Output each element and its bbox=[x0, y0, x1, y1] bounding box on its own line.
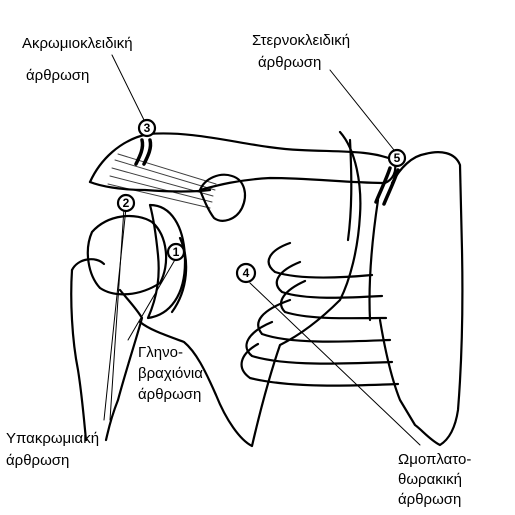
label-line: άρθρωση bbox=[398, 490, 471, 510]
humerus-shaft-lateral bbox=[71, 270, 86, 440]
label-line: άρθρωση bbox=[6, 450, 99, 472]
label-sternoclavicular-joint: Στερνοκλειδική άρθρωση bbox=[252, 30, 350, 74]
label-line: θωρακική bbox=[398, 470, 471, 490]
marker-2: 2 bbox=[118, 195, 134, 211]
svg-text:3: 3 bbox=[144, 121, 151, 135]
label-line: Γληνο- bbox=[138, 342, 203, 363]
scapula-spine-right bbox=[369, 200, 378, 320]
humerus-shaft-medial bbox=[106, 290, 142, 440]
label-line: άρθρωση bbox=[22, 60, 133, 92]
svg-text:5: 5 bbox=[394, 151, 401, 165]
ribs bbox=[242, 243, 398, 386]
label-line: Ακρωμιοκλειδική bbox=[22, 28, 133, 60]
label-line: άρθρωση bbox=[252, 52, 350, 74]
label-line: Υπακρωμιακή bbox=[6, 428, 99, 450]
label-line: βραχιόνια bbox=[138, 363, 203, 384]
sternum-outline bbox=[380, 152, 462, 445]
svg-text:4: 4 bbox=[243, 266, 250, 280]
marker-5: 5 bbox=[389, 150, 405, 166]
marker-4: 4 bbox=[237, 264, 255, 282]
marker-3: 3 bbox=[139, 120, 155, 136]
label-line: Στερνοκλειδική bbox=[252, 30, 350, 52]
label-subacromial-joint: Υπακρωμιακή άρθρωση bbox=[6, 428, 99, 472]
label-line: άρθρωση bbox=[138, 384, 203, 405]
scapula-medial-border bbox=[348, 140, 351, 240]
svg-text:2: 2 bbox=[123, 196, 130, 210]
marker-1: 1 bbox=[168, 244, 184, 260]
label-glenohumeral-joint: Γληνο- βραχιόνια άρθρωση bbox=[138, 342, 203, 405]
label-scapulothoracic-joint: Ωμοπλατο- θωρακική άρθρωση bbox=[398, 450, 471, 510]
label-acromioclavicular-joint: Ακρωμιοκλειδική άρθρωση bbox=[22, 28, 133, 92]
label-line: Ωμοπλατο- bbox=[398, 450, 471, 470]
svg-text:1: 1 bbox=[173, 245, 180, 259]
